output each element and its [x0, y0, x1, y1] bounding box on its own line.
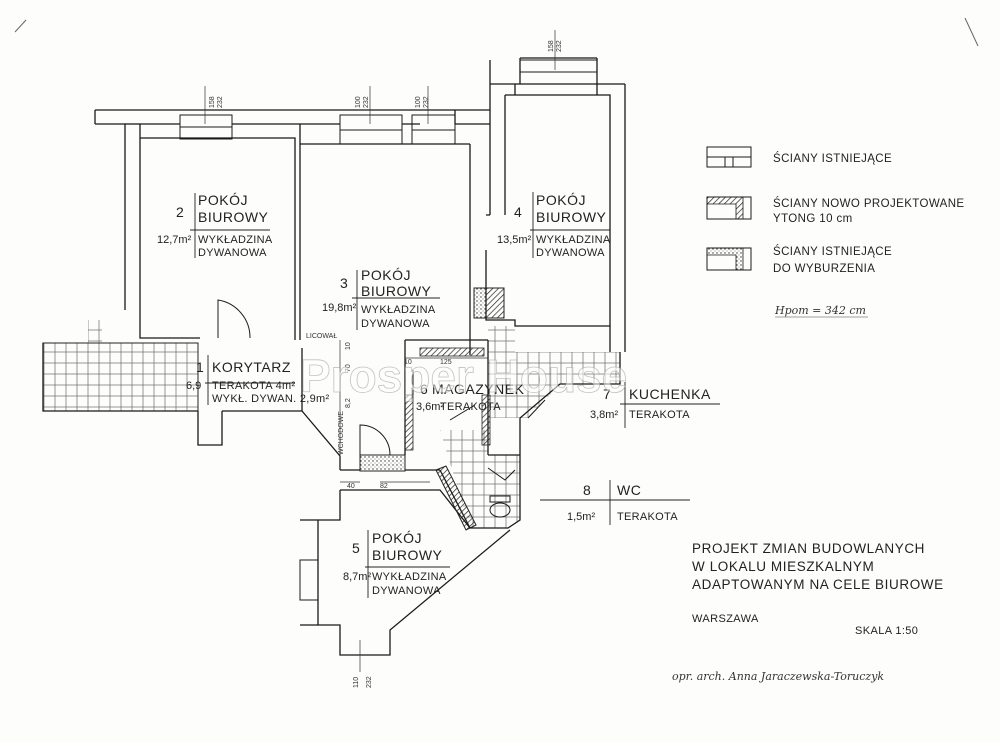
project-title-line1: PROJEKT ZMIAN BUDOWLANYCH: [692, 541, 925, 556]
dim-mag-top2: 125: [440, 359, 452, 366]
room-5-number: 5: [352, 540, 360, 556]
room-2-number: 2: [176, 204, 184, 220]
room-1-number: 1: [196, 359, 204, 375]
project-title-line3: ADAPTOWANYM NA CELE BIUROWE: [692, 577, 944, 592]
room-8-area: 1,5m²: [567, 511, 595, 523]
room-7-area: 3,8m²: [590, 409, 618, 421]
room-1-floor-2: WYKŁ. DYWAN. 2,9m²: [212, 393, 329, 405]
project-title-line2: W LOKALU MIESZKALNYM: [692, 559, 874, 574]
room-6-number: 6: [420, 381, 428, 397]
dim-corridor-v2: 70: [345, 364, 352, 372]
room-label-7: 7 KUCHENKA 3,8m² TERAKOTA: [590, 386, 711, 421]
legend: ŚCIANY ISTNIEJĄCE ŚCIANY NOWO PROJEKTOWA…: [706, 146, 965, 318]
room-1-name: KORYTARZ: [212, 359, 291, 375]
room-2-name: POKÓJ: [198, 192, 248, 208]
dim-room5-top1: 40: [347, 483, 355, 490]
legend-demolish-walls: ŚCIANY ISTNIEJĄCE: [773, 245, 892, 258]
room-label-5: 5 POKÓJ BIUROWY 8,7m² WYKŁADZINA DYWANOW…: [343, 530, 447, 597]
windows: [179, 59, 598, 601]
room-label-8: 8 WC 1,5m² TERAKOTA: [567, 482, 678, 523]
watermark: Prosper House: [300, 350, 627, 402]
room-4-name-2: BIUROWY: [536, 209, 607, 225]
room-1-floor: TERAKOTA 4m²: [212, 380, 295, 392]
dim-mag-top1: 10: [404, 359, 412, 366]
room-2-floor: WYKŁADZINA: [198, 234, 273, 246]
room-3-number: 3: [340, 275, 348, 291]
room-7-number: 7: [603, 386, 611, 402]
dim-room5-top2: 82: [380, 483, 388, 490]
room-3-floor: WYKŁADZINA: [361, 304, 436, 316]
dim-top-room4-b: 232: [556, 40, 563, 52]
room-3-floor-2: DYWANOWA: [361, 318, 430, 330]
room-height-note: Hpom = 342 cm: [774, 304, 866, 317]
dim-top-room3a-b: 232: [363, 96, 370, 108]
room-8-number: 8: [583, 482, 591, 498]
legend-demolish-walls-symbol: [706, 247, 752, 271]
dimension-labels: 158 232 100 232 100 232 158 232 110 232 …: [209, 40, 563, 688]
room-5-name: POKÓJ: [372, 530, 422, 546]
room-2-name-2: BIUROWY: [198, 209, 269, 225]
room-5-floor-2: DYWANOWA: [372, 585, 441, 597]
dim-bottom-room5-a: 110: [353, 677, 360, 688]
wall-fills: [404, 287, 505, 531]
project-city: WARSZAWA: [692, 613, 759, 625]
room-4-number: 4: [514, 204, 522, 220]
dimension-marks: [204, 30, 556, 672]
room-3-name: POKÓJ: [361, 267, 411, 283]
room-1-area: 6,9: [186, 380, 201, 392]
room-4-floor-2: DYWANOWA: [536, 247, 605, 259]
room-label-3: 3 POKÓJ BIUROWY 19,8m² WYKŁADZINA DYWANO…: [322, 267, 436, 330]
dim-top-room3b-a: 100: [415, 96, 422, 108]
room-8-name: WC: [617, 482, 641, 498]
legend-demolish-walls-2: DO WYBURZENIA: [773, 263, 875, 275]
dim-top-room3b-b: 232: [423, 96, 430, 108]
room-4-area: 13,5m²: [497, 234, 532, 246]
room-label-2: 2 POKÓJ BIUROWY 12,7m² WYKŁADZINA DYWANO…: [157, 192, 273, 259]
room-5-area: 8,7m²: [343, 571, 371, 583]
room-5-name-2: BIUROWY: [372, 547, 443, 563]
room-label-1: 1 KORYTARZ 6,9 TERAKOTA 4m² WYKŁ. DYWAN.…: [186, 359, 329, 405]
room-5-floor: WYKŁADZINA: [372, 571, 447, 583]
title-block: PROJEKT ZMIAN BUDOWLANYCH W LOKALU MIESZ…: [672, 541, 944, 683]
room-4-floor: WYKŁADZINA: [536, 234, 611, 246]
legend-new-walls: ŚCIANY NOWO PROJEKTOWANE: [773, 197, 965, 210]
dim-corridor-door2: WCHODOWE: [338, 411, 345, 455]
room-7-name: KUCHENKA: [629, 386, 711, 402]
room-label-4: 4 POKÓJ BIUROWY 13,5m² WYKŁADZINA DYWANO…: [497, 192, 611, 259]
legend-existing-walls: ŚCIANY ISTNIEJĄCE: [773, 152, 892, 165]
dim-top-room3a-a: 100: [355, 96, 362, 108]
paper-marks: [14, 17, 979, 47]
room-6-name: MAGAZYNEK: [432, 381, 525, 397]
dim-top-room2-b: 232: [217, 96, 224, 108]
dim-corridor-v3: 8,2: [345, 398, 352, 408]
legend-new-walls-symbol: [706, 196, 752, 220]
room-6-floor: TERAKOTA: [440, 401, 501, 413]
dim-bottom-room5-b: 232: [366, 676, 373, 688]
dim-corridor-v1: 10: [345, 342, 352, 350]
legend-existing-walls-symbol: [706, 146, 752, 168]
doors: [217, 299, 546, 456]
room-2-floor-2: DYWANOWA: [198, 247, 267, 259]
dim-top-room4-a: 158: [548, 40, 555, 52]
room-3-area: 19,8m²: [322, 302, 357, 314]
room-4-name: POKÓJ: [536, 192, 586, 208]
author-signature: opr. arch. Anna Jaraczewska-Toruczyk: [672, 670, 884, 683]
wc-fixtures: [487, 467, 516, 518]
room-2-area: 12,7m²: [157, 234, 192, 246]
dim-top-room2-a: 158: [209, 96, 216, 108]
label-lines: [190, 192, 720, 598]
room-7-floor: TERAKOTA: [629, 409, 690, 421]
room-3-name-2: BIUROWY: [361, 283, 432, 299]
legend-new-walls-2: YTONG 10 cm: [773, 213, 853, 225]
room-8-floor: TERAKOTA: [617, 511, 678, 523]
room-6-area: 3,6m²: [416, 401, 444, 413]
drawing-scale: SKALA 1:50: [855, 625, 918, 637]
dim-corridor-door: LICOWAŁ: [306, 333, 337, 340]
room-label-6: 6 MAGAZYNEK 3,6m² TERAKOTA: [416, 381, 525, 413]
